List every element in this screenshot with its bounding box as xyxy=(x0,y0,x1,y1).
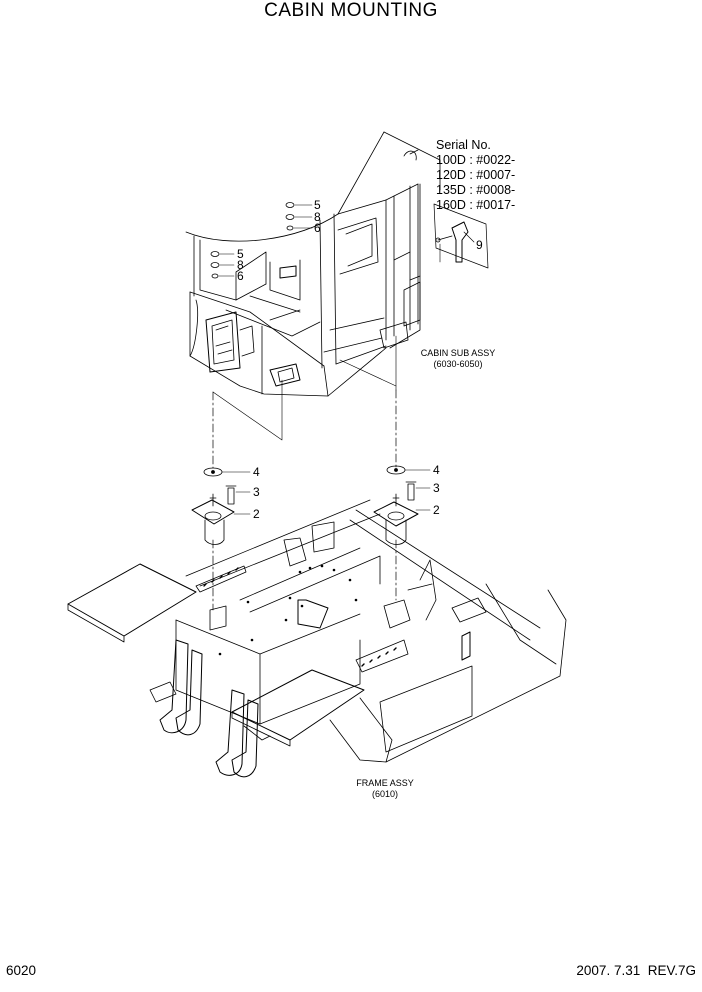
callout-7: 8 xyxy=(237,258,244,272)
callout-3: 3 xyxy=(433,481,440,495)
cabin-assy-name: CABIN SUB ASSY xyxy=(420,348,496,358)
callout-5: 5 xyxy=(237,247,244,261)
serial-row: 135D : #0008- xyxy=(436,183,516,197)
callout-2: 2 xyxy=(253,507,260,521)
callout-2: 2 xyxy=(433,503,440,517)
callout-6: 6 xyxy=(314,221,321,235)
callout-4: 4 xyxy=(253,465,260,479)
page-number: 6020 xyxy=(6,963,37,978)
serial-heading: Serial No. xyxy=(436,138,491,152)
frame-assy-ref: (6010) xyxy=(371,789,398,799)
date-revision: 2007. 7.31 REV.7G xyxy=(576,963,696,978)
cabin-mount-left xyxy=(191,467,237,545)
serial-row: 100D : #0022- xyxy=(436,153,516,167)
frame-assy-drawing xyxy=(67,499,567,778)
callout-7: 8 xyxy=(314,210,321,224)
page-title: CABIN MOUNTING xyxy=(264,0,438,21)
cabin-assy-label: CABIN SUB ASSY (6030-6050) xyxy=(408,348,508,370)
callout-8: 9 xyxy=(476,238,483,252)
serial-number-block: Serial No. 100D : #0022- 120D : #0007- 1… xyxy=(436,138,515,213)
callout-3: 3 xyxy=(253,485,260,499)
cabin-assy-ref: (6030-6050) xyxy=(433,359,483,369)
frame-assy-name: FRAME ASSY xyxy=(356,778,414,788)
callout-6: 6 xyxy=(237,269,244,283)
handle-part-drawing xyxy=(433,203,489,269)
serial-row: 160D : #0017- xyxy=(436,198,516,212)
cabin-mount-right xyxy=(373,465,419,545)
callout-5: 5 xyxy=(314,198,321,212)
frame-assy-label: FRAME ASSY (6010) xyxy=(340,778,430,800)
leader-lines xyxy=(218,204,475,515)
cabin-sub-assy-drawing xyxy=(185,131,441,397)
callout-4: 4 xyxy=(433,463,440,477)
serial-row: 120D : #0007- xyxy=(436,168,516,182)
